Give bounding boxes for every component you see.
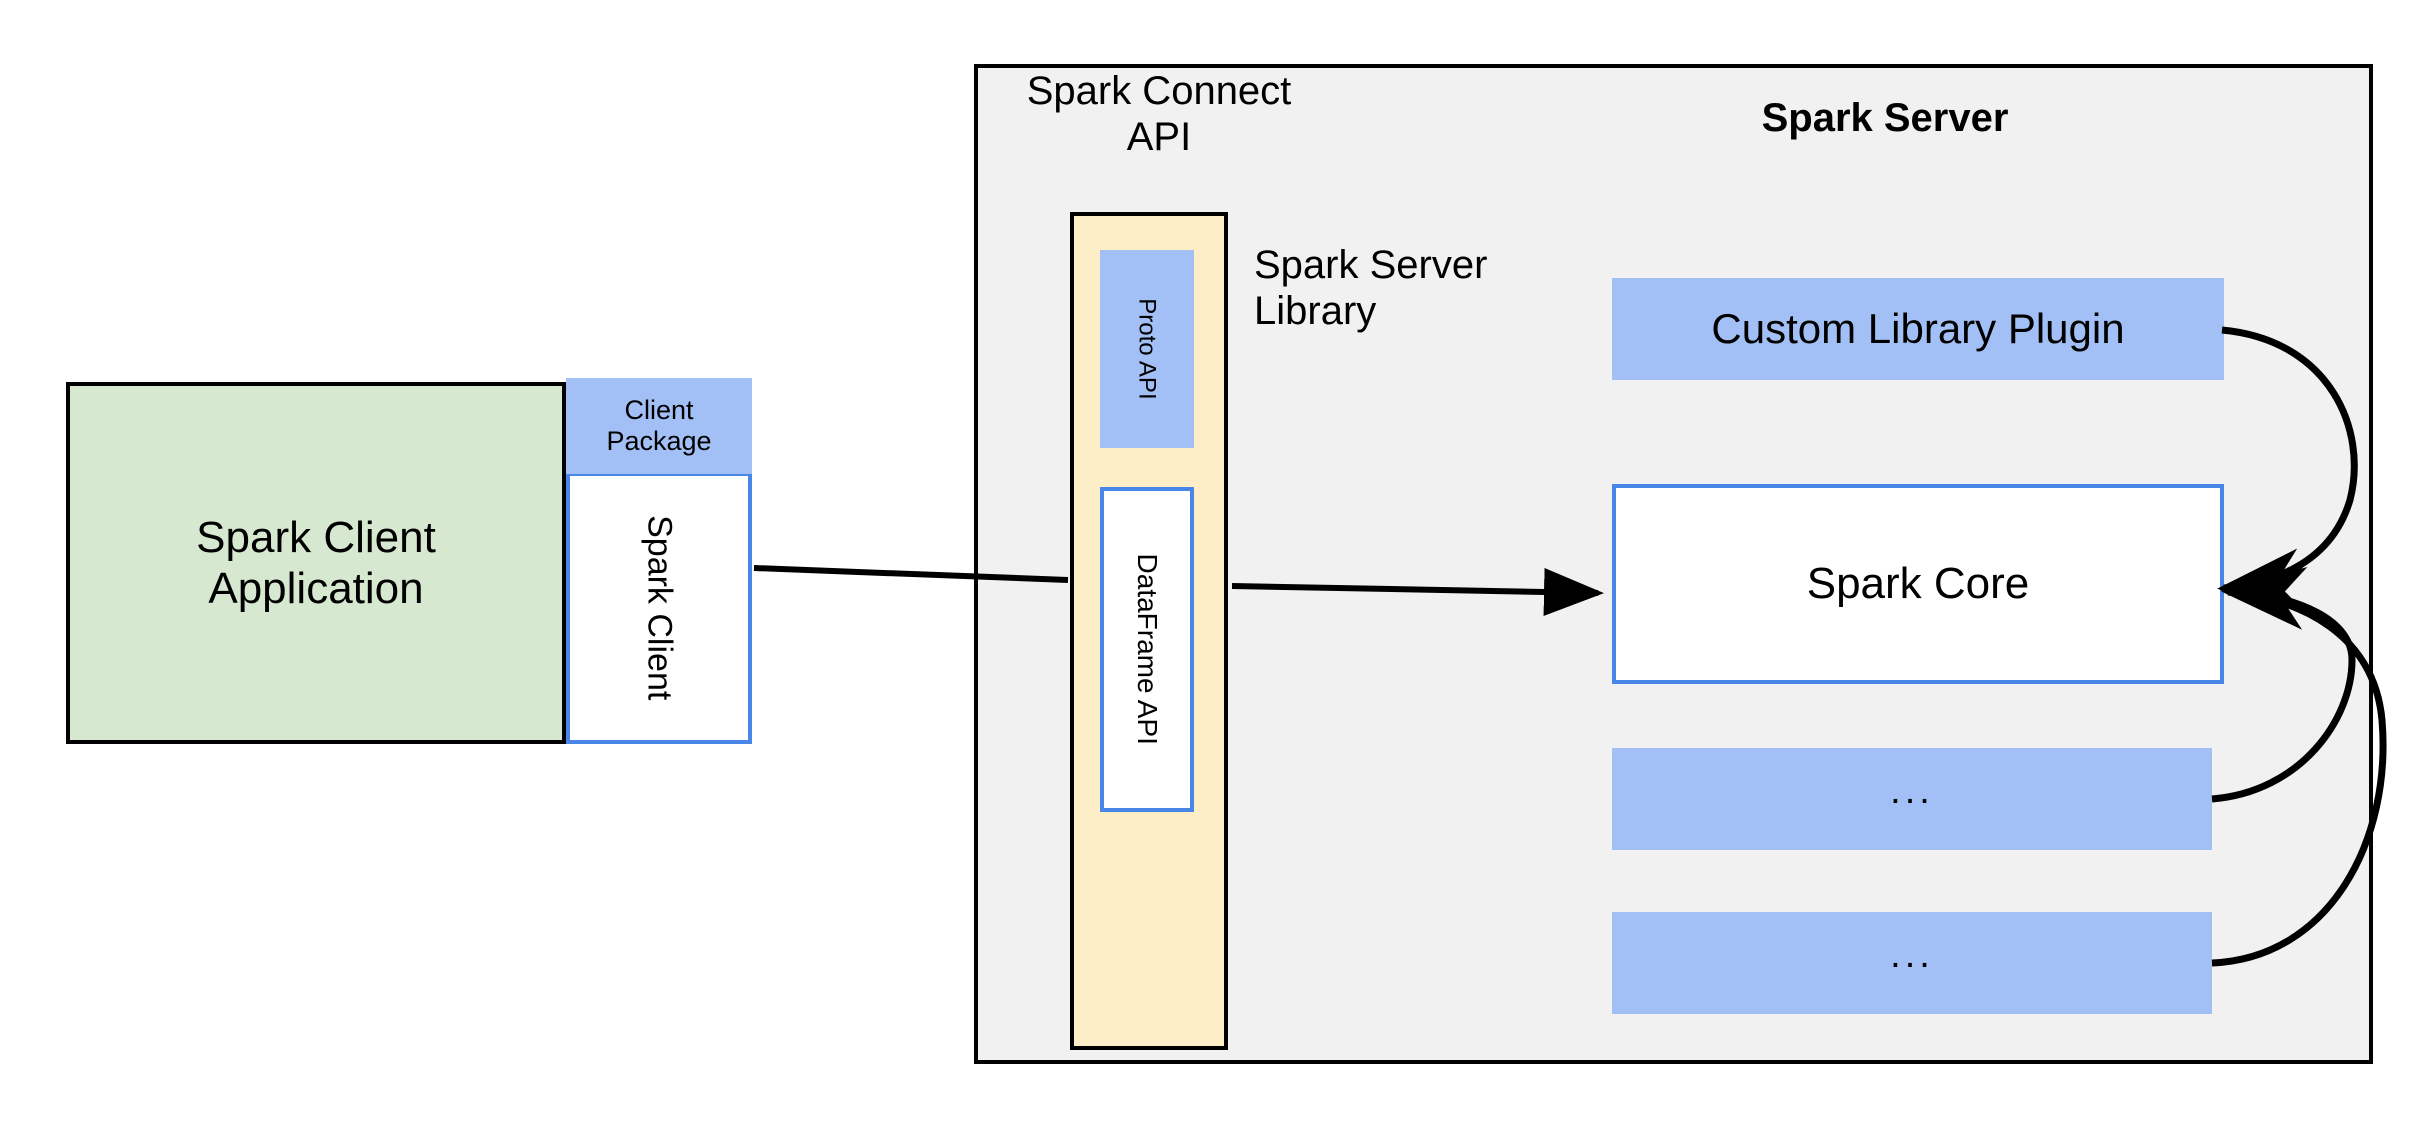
dots-block-1: ... <box>1612 748 2212 850</box>
proto-api-box: Proto API <box>1100 250 1194 448</box>
custom-library-plugin-box: Custom Library Plugin <box>1612 278 2224 380</box>
client-package-label-line1: Client <box>624 394 694 425</box>
server-library-label-line1: Spark Server <box>1254 243 1488 287</box>
dots-block-2-label: ... <box>1890 933 1934 976</box>
connect-api-label-line1: Spark Connect <box>1026 69 1292 113</box>
proto-api-label: Proto API <box>1133 298 1161 400</box>
client-application-label-line1: Spark Client <box>196 512 436 562</box>
dataframe-api-box: DataFrame API <box>1100 487 1194 812</box>
connect-api-label-line2: API <box>1126 115 1192 160</box>
spark-client-label: Spark Client <box>640 515 679 701</box>
spark-connect-api-label: Spark Connect API <box>1014 68 1304 168</box>
client-application-label-line2: Application <box>208 564 424 613</box>
client-package-box: Client Package <box>566 378 752 474</box>
spark-core-box: Spark Core <box>1612 484 2224 684</box>
spark-server-library-label: Spark Server Library <box>1254 242 1554 342</box>
dots-block-2: ... <box>1612 912 2212 1014</box>
client-package-label-line2: Package <box>606 426 712 456</box>
dataframe-api-label: DataFrame API <box>1132 553 1164 746</box>
spark-client-box: Spark Client <box>566 472 752 744</box>
spark-server-title: Spark Server <box>1761 95 2009 140</box>
server-library-label-line2: Library <box>1254 289 1377 334</box>
spark-client-application-box: Spark Client Application <box>66 382 566 744</box>
dots-block-1-label: ... <box>1890 769 1934 812</box>
